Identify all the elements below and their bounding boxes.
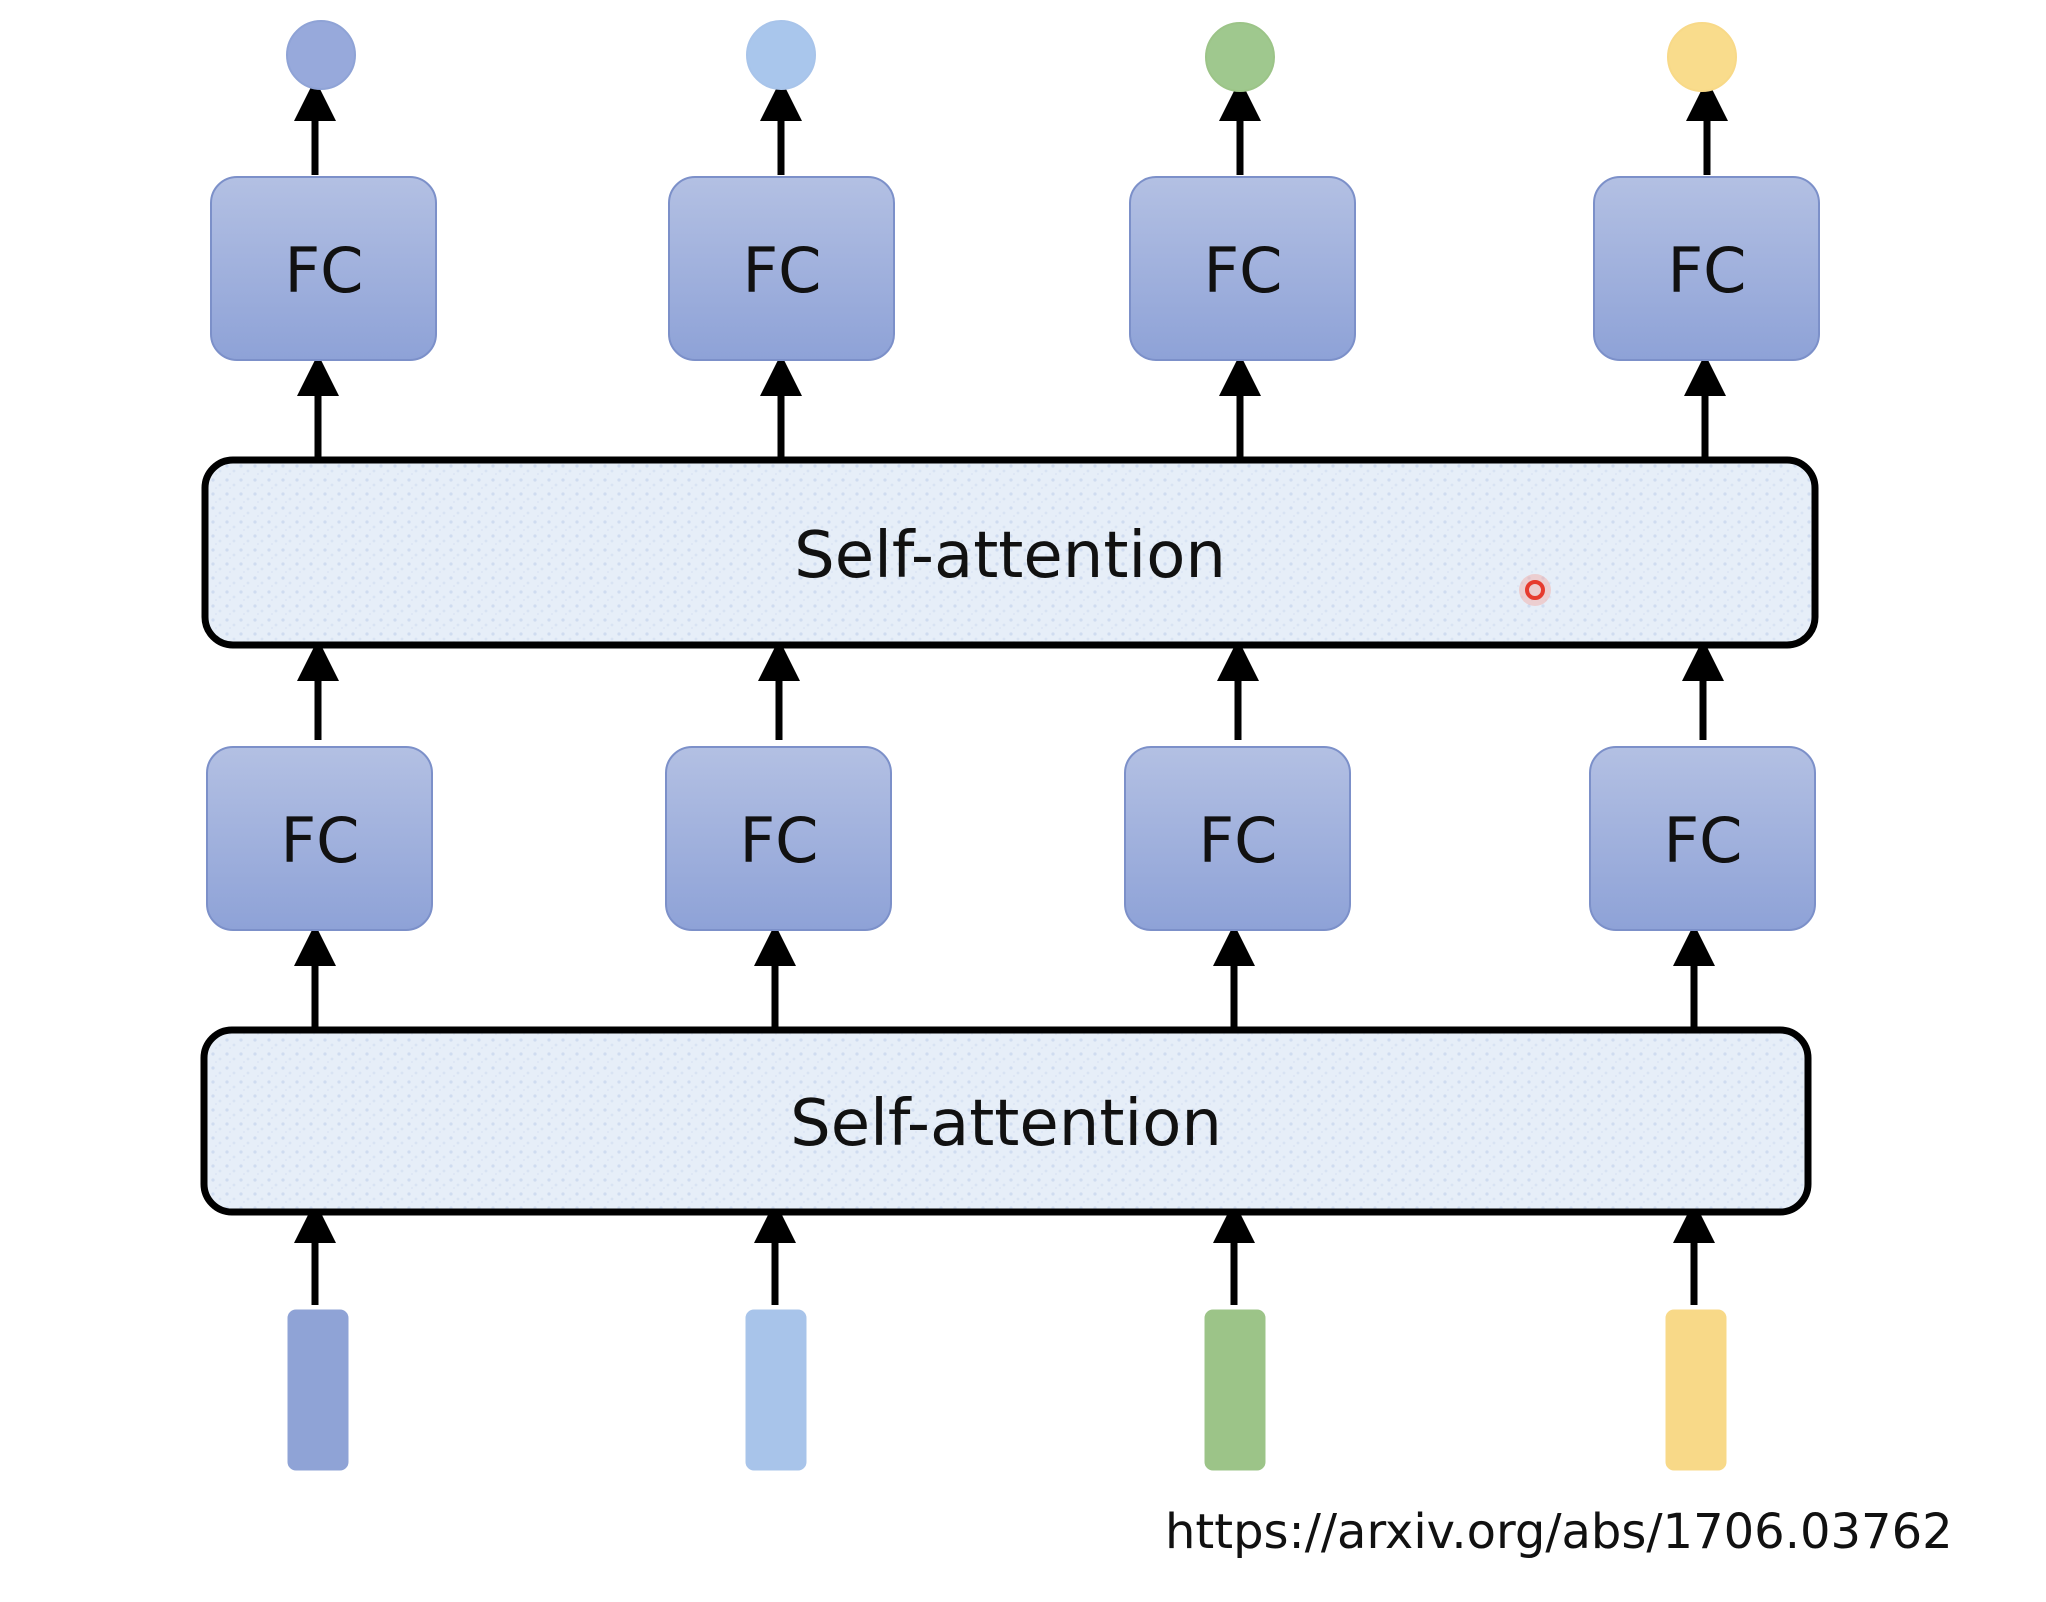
fc-row-lower: FC FC FC FC <box>206 746 1816 931</box>
output-node-1 <box>286 20 356 90</box>
arrows-input-to-attention <box>294 1201 1715 1305</box>
output-node-2 <box>746 20 816 90</box>
input-vectors <box>287 1309 1727 1471</box>
self-attention-block-upper: Self-attention <box>201 456 1819 649</box>
input-vector-4 <box>1665 1309 1727 1471</box>
output-node-4 <box>1667 22 1737 92</box>
input-vector-3 <box>1204 1309 1266 1471</box>
self-attention-label-upper: Self-attention <box>794 519 1226 593</box>
fc-block: FC <box>668 176 895 361</box>
fc-label: FC <box>1204 234 1283 307</box>
source-url: https://arxiv.org/abs/1706.03762 <box>1165 1504 1953 1560</box>
arrows-fc-to-output <box>294 79 1728 175</box>
input-vector-1 <box>287 1309 349 1471</box>
fc-label: FC <box>1664 804 1743 877</box>
fc-label: FC <box>740 804 819 877</box>
arrows-attention-to-fc-lower <box>294 924 1715 1028</box>
output-nodes <box>286 20 1737 92</box>
fc-row-upper: FC FC FC FC <box>210 176 1820 361</box>
output-node-3 <box>1205 22 1275 92</box>
fc-label: FC <box>285 234 364 307</box>
self-attention-block-lower: Self-attention <box>200 1026 1812 1216</box>
fc-block: FC <box>1129 176 1356 361</box>
fc-block: FC <box>206 746 433 931</box>
cursor-indicator <box>1519 574 1551 606</box>
fc-block: FC <box>1124 746 1351 931</box>
fc-label: FC <box>743 234 822 307</box>
arrows-attention-to-fc-upper <box>297 354 1726 458</box>
fc-block: FC <box>1593 176 1820 361</box>
fc-label: FC <box>281 804 360 877</box>
fc-label: FC <box>1199 804 1278 877</box>
arrows-fc-to-attention <box>297 639 1724 740</box>
input-vector-2 <box>745 1309 807 1471</box>
self-attention-label-lower: Self-attention <box>790 1087 1222 1161</box>
fc-block: FC <box>1589 746 1816 931</box>
fc-block: FC <box>665 746 892 931</box>
fc-block: FC <box>210 176 437 361</box>
fc-label: FC <box>1668 234 1747 307</box>
